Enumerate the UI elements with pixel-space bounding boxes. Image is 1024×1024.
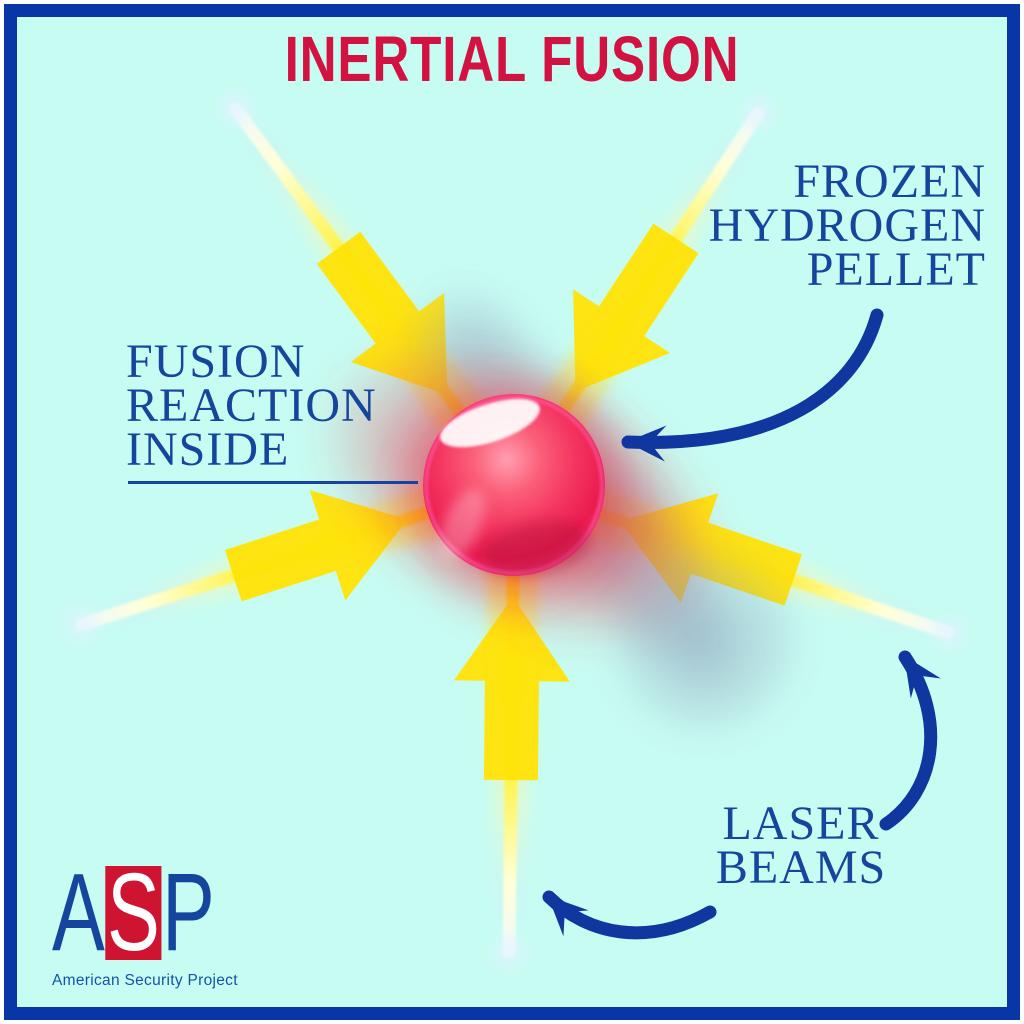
sphere-inner-sheen bbox=[439, 489, 485, 561]
shadow-lobe-lower-right bbox=[600, 535, 810, 745]
asp-logo-letters: A S P bbox=[52, 858, 215, 968]
reaction-label-line1: FUSION bbox=[126, 335, 306, 388]
logo-letter-p: P bbox=[161, 851, 215, 974]
laser-label-line1: LASER bbox=[722, 797, 880, 850]
sphere-highlight bbox=[440, 398, 540, 448]
pellet-label-line1: FROZEN bbox=[793, 155, 986, 208]
pellet-label-line3: PELLET bbox=[806, 243, 986, 296]
laser-beams-label: LASER BEAMS bbox=[676, 797, 926, 894]
laser-label-line2: BEAMS bbox=[715, 841, 887, 894]
hydrogen-pellet-sphere bbox=[423, 394, 605, 576]
sphere-shading bbox=[480, 520, 590, 576]
asp-logo: A S P American Security Project bbox=[52, 858, 278, 990]
pellet-pointer-arrow bbox=[621, 308, 884, 462]
pellet-label-line2: HYDROGEN bbox=[708, 199, 986, 252]
yellow-arrow-upper-right-icon bbox=[573, 223, 699, 392]
fusion-reaction-inside-label: FUSION REACTION INSIDE bbox=[126, 335, 377, 476]
page-title: INERTIAL FUSION bbox=[284, 23, 740, 95]
pointer-arrows bbox=[542, 308, 941, 940]
laser-bottom-pointer-arrow bbox=[542, 890, 717, 940]
reaction-label-underline bbox=[128, 481, 418, 484]
frozen-hydrogen-pellet-label: FROZEN HYDROGEN PELLET bbox=[708, 155, 986, 296]
reaction-label-line2: REACTION bbox=[126, 379, 377, 432]
logo-subtitle: American Security Project bbox=[52, 972, 238, 989]
logo-letter-a: A bbox=[52, 851, 105, 974]
logo-letter-s: S bbox=[105, 851, 162, 974]
reaction-label-line3: INSIDE bbox=[126, 423, 290, 476]
laser-right-pointer-arrow bbox=[879, 650, 941, 831]
